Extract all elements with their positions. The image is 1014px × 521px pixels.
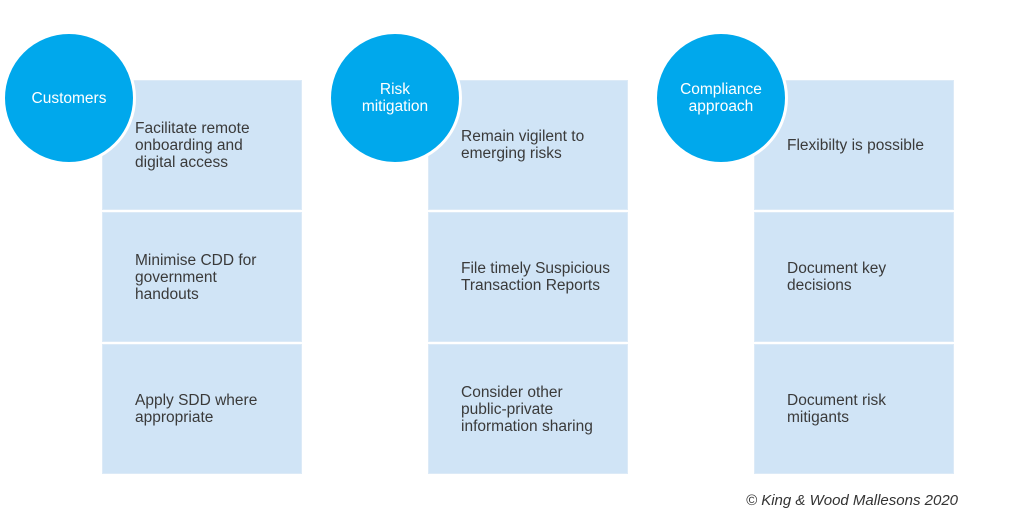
- panel-risk-mitigation: Remain vigilent to emerging risks File t…: [428, 80, 628, 475]
- circle-title: Compliance approach: [680, 81, 762, 115]
- cell-text: Consider other public-private informatio…: [461, 383, 593, 435]
- cell-text: Flexibilty is possible: [787, 136, 924, 154]
- panel-cell: Minimise CDD for government handouts: [102, 212, 302, 342]
- cell-text: Remain vigilent to emerging risks: [461, 128, 585, 162]
- circle-customers: Customers: [2, 31, 136, 165]
- panel-customers: Facilitate remote onboarding and digital…: [102, 80, 302, 475]
- panel-compliance-approach: Flexibilty is possible Document key deci…: [754, 80, 954, 475]
- circle-risk-mitigation: Risk mitigation: [328, 31, 462, 165]
- panel-cell: Consider other public-private informatio…: [428, 344, 628, 474]
- panel-cell: Document risk mitigants: [754, 344, 954, 474]
- column-customers: Customers Facilitate remote onboarding a…: [2, 0, 312, 521]
- circle-title: Customers: [31, 89, 107, 107]
- cell-text: Document risk mitigants: [787, 392, 887, 426]
- cell-text: Facilitate remote onboarding and digital…: [135, 119, 250, 171]
- panel-cell: File timely Suspicious Transaction Repor…: [428, 212, 628, 342]
- cell-text: Document key decisions: [787, 260, 887, 294]
- circle-title: Risk mitigation: [361, 81, 429, 115]
- cell-text: File timely Suspicious Transaction Repor…: [461, 260, 611, 294]
- panel-cell: Apply SDD where appropriate: [102, 344, 302, 474]
- copyright-notice: © King & Wood Mallesons 2020: [746, 492, 958, 509]
- cell-text: Apply SDD where appropriate: [135, 392, 258, 426]
- cell-text: Minimise CDD for government handouts: [135, 251, 257, 303]
- column-risk-mitigation: Risk mitigation Remain vigilent to emerg…: [328, 0, 638, 521]
- column-compliance-approach: Compliance approach Flexibilty is possib…: [654, 0, 964, 521]
- circle-compliance-approach: Compliance approach: [654, 31, 788, 165]
- panel-cell: Document key decisions: [754, 212, 954, 342]
